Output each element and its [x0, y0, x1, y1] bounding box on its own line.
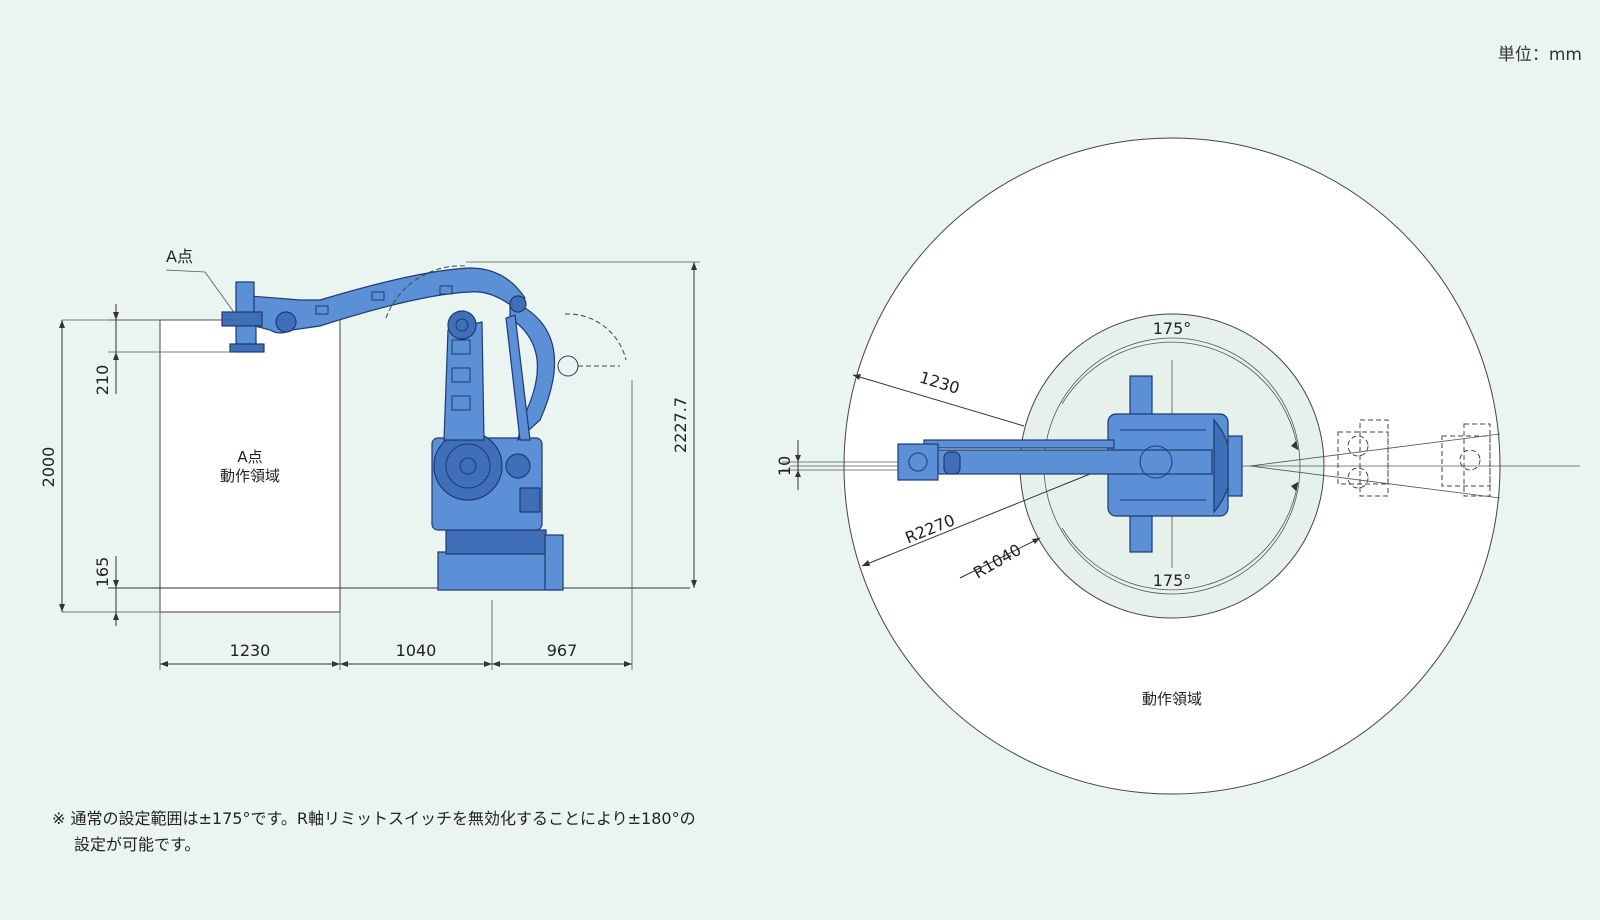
- dim-2000: 2000: [39, 447, 58, 488]
- angle-top: 175°: [1153, 319, 1192, 338]
- dim-210: 210: [93, 365, 112, 396]
- side-view: A点 動作領域 A点: [39, 247, 700, 670]
- dim-1040-side: 1040: [396, 641, 437, 660]
- dim-1230-side: 1230: [230, 641, 271, 660]
- unit-label: 単位：mm: [1497, 45, 1582, 65]
- top-view: 175° 175° 1230 R2270 R1040 10: [775, 137, 1580, 795]
- point-a-label: A点: [166, 247, 193, 266]
- footnote-line-2: 設定が可能です。: [74, 835, 201, 854]
- top-robot: [897, 375, 1243, 553]
- dim-165: 165: [93, 557, 112, 588]
- dim-2227: 2227.7: [671, 397, 690, 453]
- dim-967-side: 967: [547, 641, 578, 660]
- region-label-2: 動作領域: [220, 467, 280, 485]
- dim-10: 10: [775, 456, 794, 476]
- footnote: ※ 通常の設定範囲は±175°です。R軸リミットスイッチを無効化することにより±…: [52, 806, 696, 858]
- top-region-label: 動作領域: [1142, 690, 1202, 708]
- footnote-line-1: ※ 通常の設定範囲は±175°です。R軸リミットスイッチを無効化することにより±…: [52, 809, 696, 828]
- angle-bottom: 175°: [1153, 571, 1192, 590]
- point-a-region: [159, 319, 341, 613]
- region-label-1: A点: [237, 448, 262, 466]
- ghost-positions: [1249, 419, 1501, 499]
- point-a-leader: [165, 269, 206, 273]
- side-robot: [221, 265, 627, 591]
